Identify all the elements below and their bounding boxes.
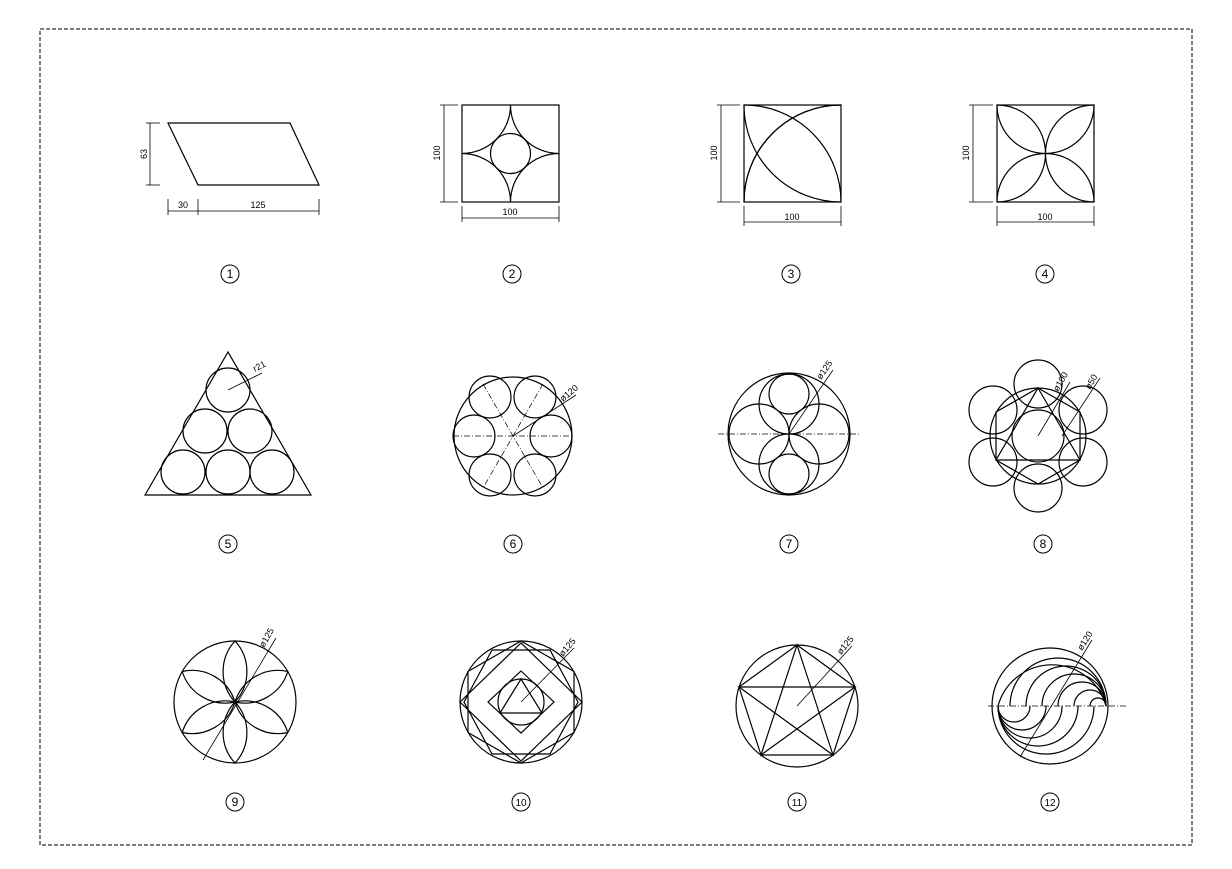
figure-10-leader <box>520 647 575 703</box>
figure-4-dim-width: 100 <box>1037 212 1052 222</box>
figure-6-dim-diameter: ø120 <box>558 383 580 404</box>
figure-7-leader <box>788 369 834 435</box>
figure-11-dim-diameter: ø125 <box>835 634 856 656</box>
figure-6-number-circle <box>503 534 523 554</box>
figure-9-leader <box>202 637 277 761</box>
figure-1-number: 1 <box>227 267 234 281</box>
figure-9-number: 9 <box>232 795 239 809</box>
figure-3-dim-width: 100 <box>784 212 799 222</box>
figure-6-leader <box>512 394 577 437</box>
figure-1-number-circle <box>220 264 240 284</box>
figure-4-dimensions <box>969 104 1095 226</box>
figure-9-shape <box>173 640 297 764</box>
figure-5-dim-radius: r21 <box>251 359 267 374</box>
figure-5-number: 5 <box>225 537 232 551</box>
figure-8-dim-outer: ø50 <box>1083 373 1099 391</box>
figure-1-dimensions <box>146 122 320 215</box>
figure-10-shape <box>459 640 583 764</box>
figure-number-labels <box>218 264 1060 812</box>
figure-7-number: 7 <box>786 537 793 551</box>
figure-7-dim-diameter: ø125 <box>814 359 834 382</box>
figure-5-leader <box>227 372 263 391</box>
figure-3-shape <box>743 104 842 203</box>
figure-10-number-circle <box>511 792 531 812</box>
figure-8-number: 8 <box>1040 537 1047 551</box>
figure-9-dim-diameter: ø125 <box>257 626 276 649</box>
figure-9-number-circle <box>225 792 245 812</box>
figure-2-dim-width: 100 <box>502 207 517 217</box>
figure-8-number-circle <box>1033 534 1053 554</box>
figure-11-number-circle <box>787 792 807 812</box>
figure-5-shape <box>143 350 313 496</box>
figure-3-number-circle <box>781 264 801 284</box>
figure-8-leader-outer <box>1061 377 1101 437</box>
figure-12-number: 12 <box>1044 798 1056 809</box>
figure-8-leader-inner <box>1037 381 1071 437</box>
figure-2-dimensions <box>440 104 560 222</box>
figure-3-dim-height: 100 <box>709 145 719 160</box>
figure-2-number-circle <box>502 264 522 284</box>
figure-3-dimensions <box>717 104 842 226</box>
figure-8-dim-inner: ø100 <box>1051 370 1070 393</box>
sheet-border <box>39 28 1193 846</box>
figure-1-dim-height: 63 <box>139 149 149 159</box>
figure-6-number: 6 <box>510 537 517 551</box>
figure-12-leader <box>1019 639 1093 758</box>
figure-1-dim-width: 125 <box>250 200 265 210</box>
figure-4-number-circle <box>1035 264 1055 284</box>
figure-4-dim-height: 100 <box>961 145 971 160</box>
figure-8-shape <box>968 359 1108 513</box>
figure-2-number: 2 <box>509 267 516 281</box>
figure-5-number-circle <box>218 534 238 554</box>
figure-11-leader <box>796 645 853 707</box>
figure-4-number: 4 <box>1042 267 1049 281</box>
figure-10-dim-diameter: ø125 <box>557 636 578 658</box>
figure-10-number: 10 <box>515 798 527 809</box>
figure-1-parallelogram <box>167 122 320 186</box>
figure-3-number: 3 <box>788 267 795 281</box>
figure-11-number: 11 <box>792 798 803 809</box>
figure-2-shape <box>461 104 560 203</box>
figure-4-shape <box>996 104 1095 203</box>
figure-7-number-circle <box>779 534 799 554</box>
figure-11-shape <box>735 643 859 768</box>
figure-12-number-circle <box>1040 792 1060 812</box>
figure-2-dim-height: 100 <box>432 145 442 160</box>
figure-1-dim-offset: 30 <box>178 200 188 210</box>
figure-12-shape <box>991 647 1109 765</box>
